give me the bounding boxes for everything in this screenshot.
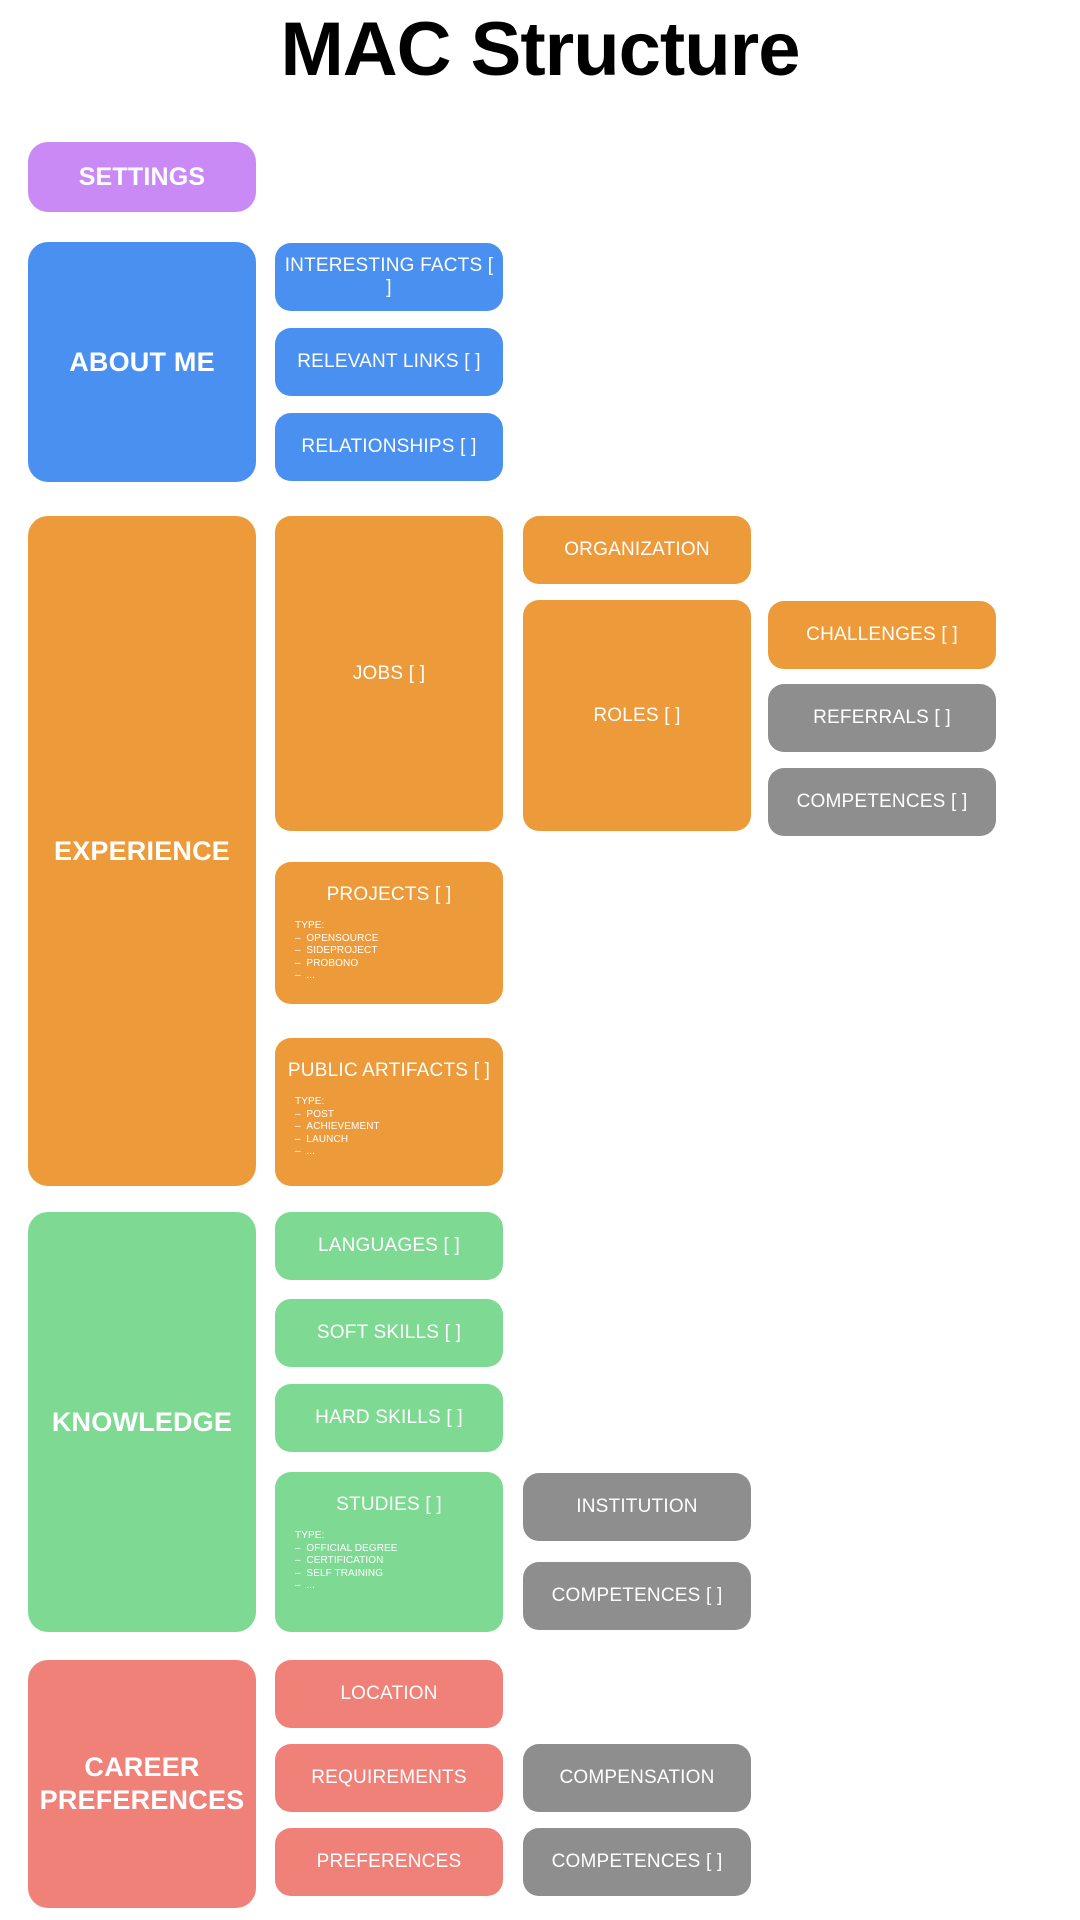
block-organization[interactable]: ORGANIZATION xyxy=(523,516,751,584)
block-hard-skills-label: HARD SKILLS [ ] xyxy=(315,1407,463,1428)
block-jobs[interactable]: JOBS [ ] xyxy=(275,516,503,831)
type-item: PROBONO xyxy=(295,958,503,971)
block-preferences-label: PREFERENCES xyxy=(316,1851,462,1872)
block-settings-label: SETTINGS xyxy=(78,162,206,191)
block-languages[interactable]: LANGUAGES [ ] xyxy=(275,1212,503,1280)
block-projects-type-list: TYPE: OPENSOURCE SIDEPROJECT PROBONO ... xyxy=(275,906,503,983)
block-public-artifacts-label: PUBLIC ARTIFACTS [ ] xyxy=(287,1060,491,1081)
type-head: TYPE: xyxy=(295,1096,325,1107)
block-organization-label: ORGANIZATION xyxy=(564,539,710,560)
block-roles-label: ROLES [ ] xyxy=(593,704,681,726)
type-item: ... xyxy=(295,970,503,983)
block-interesting-facts-label: INTERESTING FACTS [ ] xyxy=(284,255,494,298)
block-career-competences-label: COMPETENCES [ ] xyxy=(551,1851,723,1872)
block-languages-label: LANGUAGES [ ] xyxy=(318,1235,460,1256)
type-item: ... xyxy=(295,1146,503,1159)
block-projects-label: PROJECTS [ ] xyxy=(326,884,452,905)
type-item: OPENSOURCE xyxy=(295,933,503,946)
block-requirements-label: REQUIREMENTS xyxy=(311,1767,467,1788)
block-requirements[interactable]: REQUIREMENTS xyxy=(275,1744,503,1812)
block-knowledge[interactable]: KNOWLEDGE xyxy=(28,1212,256,1632)
block-institution-label: INSTITUTION xyxy=(576,1496,698,1517)
type-item: ACHIEVEMENT xyxy=(295,1121,503,1134)
block-compensation-label: COMPENSATION xyxy=(559,1767,715,1788)
block-knowledge-competences[interactable]: COMPETENCES [ ] xyxy=(523,1562,751,1630)
block-career-preferences-label-line1: CAREER xyxy=(84,1752,200,1782)
type-item: OFFICIAL DEGREE xyxy=(295,1543,503,1556)
block-soft-skills[interactable]: SOFT SKILLS [ ] xyxy=(275,1299,503,1367)
block-experience-referrals[interactable]: REFERRALS [ ] xyxy=(768,684,996,752)
block-experience-competences[interactable]: COMPETENCES [ ] xyxy=(768,768,996,836)
block-studies-type-list: TYPE: OFFICIAL DEGREE CERTIFICATION SELF… xyxy=(275,1516,503,1593)
type-item: CERTIFICATION xyxy=(295,1555,503,1568)
block-studies[interactable]: STUDIES [ ] TYPE: OFFICIAL DEGREE CERTIF… xyxy=(275,1472,503,1632)
block-jobs-label: JOBS [ ] xyxy=(352,662,426,684)
block-settings[interactable]: SETTINGS xyxy=(28,142,256,212)
block-projects[interactable]: PROJECTS [ ] TYPE: OPENSOURCE SIDEPROJEC… xyxy=(275,862,503,1004)
block-studies-label: STUDIES [ ] xyxy=(336,1494,442,1515)
block-challenges-label: CHALLENGES [ ] xyxy=(806,624,958,645)
type-item: POST xyxy=(295,1109,503,1122)
block-career-preferences[interactable]: CAREER PREFERENCES xyxy=(28,1660,256,1908)
block-experience-label: EXPERIENCE xyxy=(53,835,231,866)
type-item: SIDEPROJECT xyxy=(295,945,503,958)
block-relevant-links[interactable]: RELEVANT LINKS [ ] xyxy=(275,328,503,396)
block-about-me-label: ABOUT ME xyxy=(69,346,215,377)
block-compensation[interactable]: COMPENSATION xyxy=(523,1744,751,1812)
block-about-me[interactable]: ABOUT ME xyxy=(28,242,256,482)
block-public-artifacts[interactable]: PUBLIC ARTIFACTS [ ] TYPE: POST ACHIEVEM… xyxy=(275,1038,503,1186)
block-institution[interactable]: INSTITUTION xyxy=(523,1473,751,1541)
block-location-label: LOCATION xyxy=(340,1683,438,1704)
block-location[interactable]: LOCATION xyxy=(275,1660,503,1728)
block-knowledge-label: KNOWLEDGE xyxy=(51,1406,233,1437)
block-roles[interactable]: ROLES [ ] xyxy=(523,600,751,831)
block-challenges[interactable]: CHALLENGES [ ] xyxy=(768,601,996,669)
block-career-preferences-label-line2: PREFERENCES xyxy=(39,1785,245,1815)
type-item: ... xyxy=(295,1580,503,1593)
block-experience[interactable]: EXPERIENCE xyxy=(28,516,256,1186)
type-item: SELF TRAINING xyxy=(295,1568,503,1581)
block-hard-skills[interactable]: HARD SKILLS [ ] xyxy=(275,1384,503,1452)
block-relationships[interactable]: RELATIONSHIPS [ ] xyxy=(275,413,503,481)
block-soft-skills-label: SOFT SKILLS [ ] xyxy=(316,1322,462,1343)
block-relationships-label: RELATIONSHIPS [ ] xyxy=(301,436,477,457)
block-relevant-links-label: RELEVANT LINKS [ ] xyxy=(297,351,481,372)
block-experience-competences-label: COMPETENCES [ ] xyxy=(796,791,968,812)
page-title: MAC Structure xyxy=(280,7,800,92)
block-public-artifacts-type-list: TYPE: POST ACHIEVEMENT LAUNCH ... xyxy=(275,1082,503,1159)
block-interesting-facts[interactable]: INTERESTING FACTS [ ] xyxy=(275,243,503,311)
type-head: TYPE: xyxy=(295,920,325,931)
block-experience-referrals-label: REFERRALS [ ] xyxy=(813,707,951,728)
type-head: TYPE: xyxy=(295,1530,325,1541)
block-preferences[interactable]: PREFERENCES xyxy=(275,1828,503,1896)
block-career-competences[interactable]: COMPETENCES [ ] xyxy=(523,1828,751,1896)
block-knowledge-competences-label: COMPETENCES [ ] xyxy=(551,1585,723,1606)
type-item: LAUNCH xyxy=(295,1134,503,1147)
